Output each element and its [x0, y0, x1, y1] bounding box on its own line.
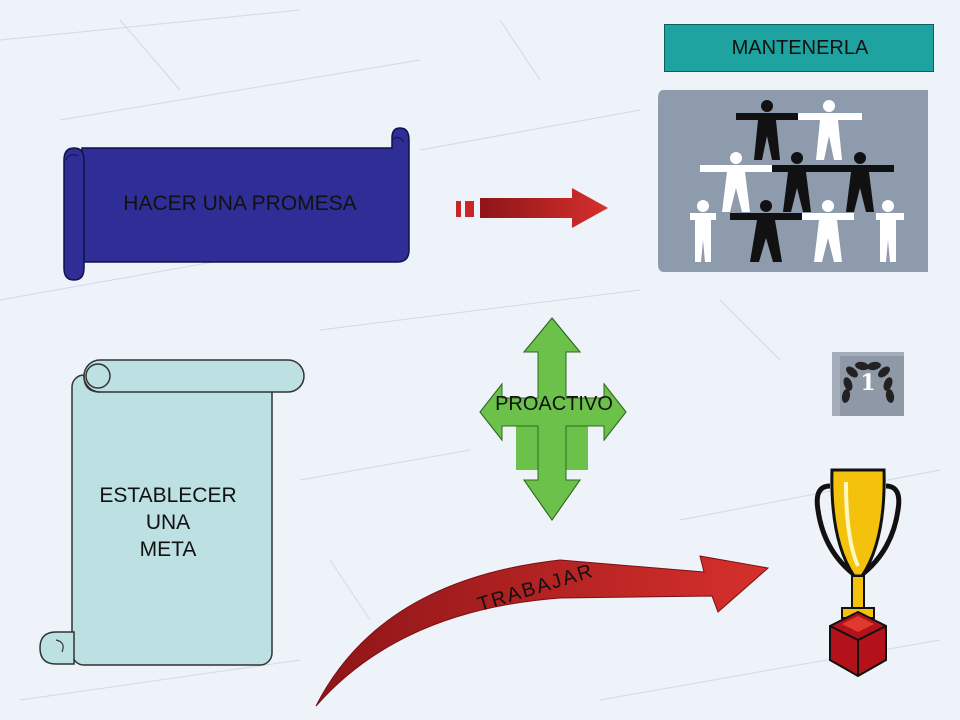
laurel-medal-icon	[832, 352, 904, 416]
maintain-box: MANTENERLA	[664, 24, 934, 72]
goal-label-line: UNA	[145, 511, 191, 534]
medal-number: 1	[860, 370, 876, 396]
goal-label: ESTABLECER UNA META	[78, 482, 258, 563]
promise-scroll	[63, 127, 410, 281]
curved-arrow-icon	[315, 555, 770, 707]
people-pyramid-icon	[658, 90, 928, 272]
four-way-arrow-icon	[479, 317, 627, 521]
right-arrow-icon	[456, 188, 608, 228]
maintain-label: MANTENERLA	[731, 37, 869, 59]
promise-label: HACER UNA PROMESA	[123, 192, 357, 215]
trophy-icon	[814, 468, 902, 678]
goal-label-line: ESTABLECER	[99, 484, 237, 507]
goal-label-line: META	[139, 538, 197, 561]
background-texture	[0, 9, 941, 701]
goal-scroll	[39, 359, 305, 666]
proactive-label: PROACTIVO	[495, 393, 613, 415]
